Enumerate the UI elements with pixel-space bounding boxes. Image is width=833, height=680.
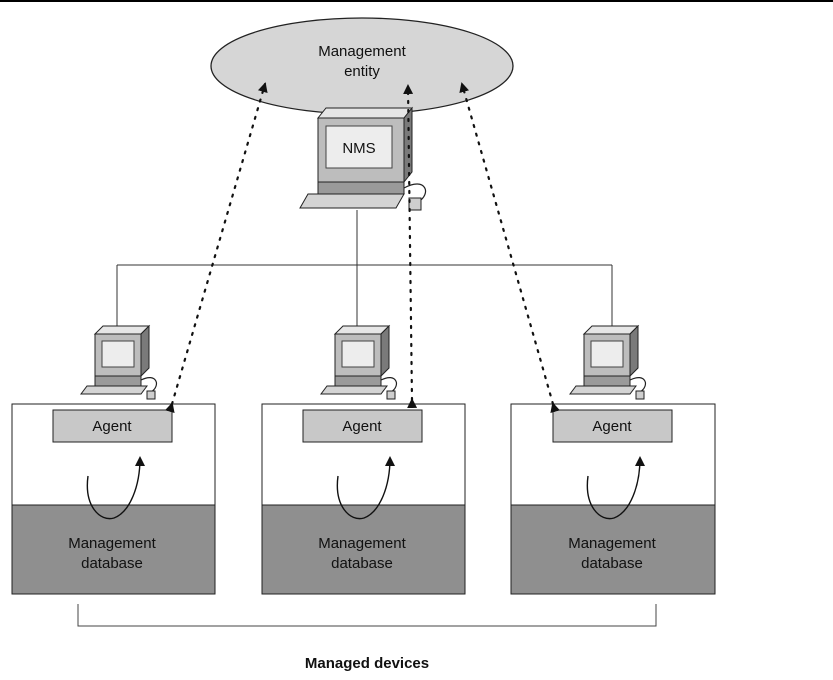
device-computer-2 — [320, 325, 398, 400]
agent-label-1: Agent — [92, 418, 132, 435]
cycle-arrow-icon-3 — [586, 456, 645, 520]
agent-box-1 — [52, 409, 173, 443]
device-computer-1 — [80, 325, 158, 400]
database-box-1 — [11, 504, 216, 595]
management-entity-label-2: entity — [344, 63, 380, 80]
device-computer-3 — [569, 325, 647, 400]
database-label-1-line2: database — [81, 555, 143, 572]
nms-label: NMS — [342, 140, 375, 157]
cycle-arrow-icon-1 — [86, 456, 145, 520]
database-label-1-line1: Management — [68, 535, 156, 552]
managed-devices-bracket — [77, 604, 657, 627]
managed-device-1: Agent Management database — [11, 403, 216, 595]
nms-mouse — [408, 197, 422, 211]
management-entity-label-1: Management — [318, 43, 406, 60]
management-entity: Management entity — [210, 17, 514, 115]
database-label-2-line2: database — [331, 555, 393, 572]
dotted-arrow-center — [403, 84, 418, 409]
dotted-arrow-left — [164, 82, 268, 414]
database-box-3 — [510, 504, 716, 595]
database-box-2 — [261, 504, 466, 595]
managed-device-3: Agent Management database — [510, 403, 716, 595]
database-label-2-line1: Management — [318, 535, 406, 552]
agent-label-2: Agent — [342, 418, 382, 435]
dotted-arrow-right — [459, 82, 560, 414]
managed-devices-label: Managed devices — [305, 655, 429, 672]
communication-arrows — [164, 82, 560, 414]
database-label-3-line1: Management — [568, 535, 656, 552]
agent-label-3: Agent — [592, 418, 632, 435]
managed-device-2: Agent Management database — [261, 403, 466, 595]
agent-box-3 — [552, 409, 673, 443]
network-lines — [116, 210, 613, 330]
agent-box-2 — [302, 409, 423, 443]
nms-computer: NMS — [299, 106, 427, 211]
cycle-arrow-icon-2 — [336, 456, 395, 520]
database-label-3-line2: database — [581, 555, 643, 572]
